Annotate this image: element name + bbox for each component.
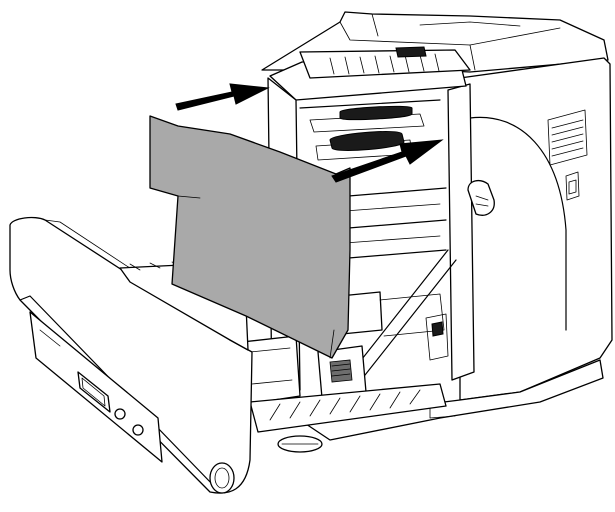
- pull-arrow: [175, 83, 270, 111]
- pull-arrow: [331, 139, 444, 183]
- panel-button-icon: [114, 408, 144, 436]
- fuser-unit: [299, 46, 471, 79]
- jammed-paper: [149, 115, 351, 359]
- lcd-display-icon: [77, 371, 111, 413]
- cover-latch-icon: [209, 462, 235, 494]
- control-panel: [29, 311, 163, 463]
- side-vent-icon: [547, 109, 588, 166]
- knob-icon: [467, 179, 495, 216]
- roller-icon: [277, 435, 323, 453]
